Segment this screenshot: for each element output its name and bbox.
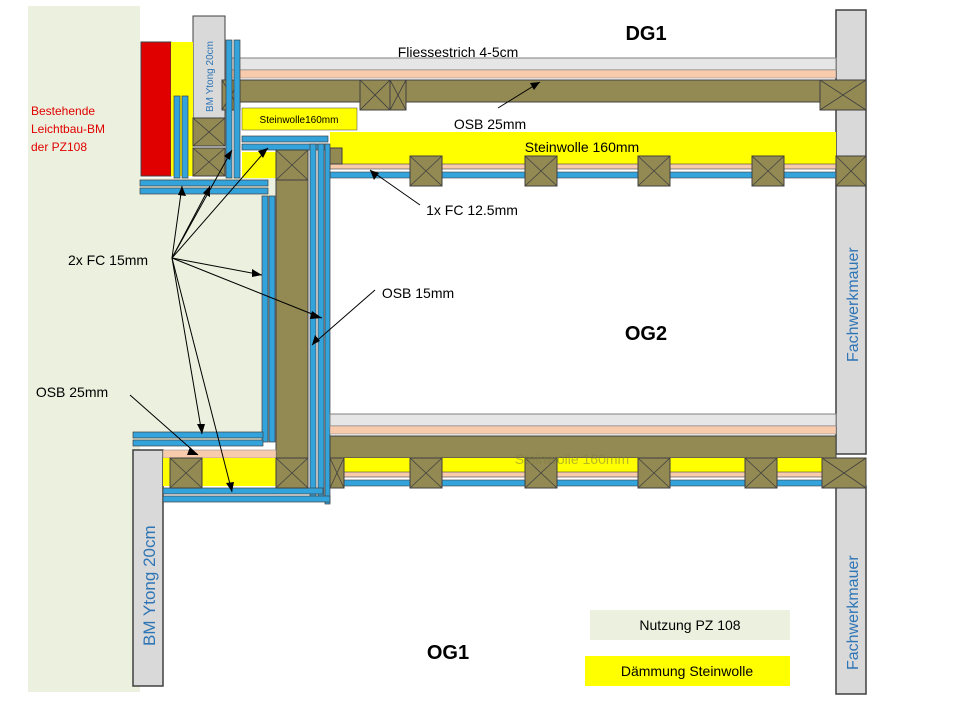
fc-lower-4 [162, 495, 331, 503]
label-osb25-top: OSB 25mm [454, 116, 526, 132]
floor-label-dg1: DG1 [625, 23, 666, 45]
label-steinwolle-small: Steinwolle160mm [260, 115, 339, 126]
legend-nutzung-swatch [590, 610, 790, 640]
joist-small [329, 147, 343, 165]
wall-vertical-osb [275, 179, 309, 459]
fc-vertical-3 [309, 143, 317, 499]
label-bestehende-2: Leichtbau-BM [31, 122, 105, 136]
label-osb25-left: OSB 25mm [36, 384, 108, 400]
label-fc125: 1x FC 12.5mm [426, 202, 518, 218]
fc-strip-4 [233, 39, 241, 179]
label-fachwerk-top: Fachwerkmauer [845, 247, 862, 362]
fc-horizontal-1 [139, 179, 269, 187]
label-bestehende-3: der PZ108 [31, 140, 87, 154]
legend-nutzung-label: Nutzung PZ 108 [639, 617, 740, 633]
fc-vertical-4 [317, 143, 325, 499]
floor-label-og1: OG1 [427, 642, 469, 664]
label-ytong-top: BM Ytong 20cm [205, 41, 216, 112]
screed-layer-top [227, 69, 837, 79]
fc-strip-2 [181, 95, 189, 179]
fc-vertical-2 [268, 195, 276, 443]
floor-label-og2: OG2 [625, 323, 667, 345]
fc-horizontal-2 [139, 187, 269, 195]
label-fachwerk-bottom: Fachwerkmauer [845, 555, 862, 670]
label-fliessestrich: Fliessestrich 4-5cm [398, 44, 519, 60]
legend-daemmung-label: Dämmung Steinwolle [621, 663, 753, 679]
screed-layer-mid [329, 425, 837, 435]
existing-wall [140, 41, 172, 177]
insulation-mid [330, 458, 836, 472]
label-steinwolle-bottom: Steinwolle 160mm [515, 451, 629, 467]
fc-vertical-1 [261, 195, 269, 443]
usage-area-pz108-wall [28, 440, 133, 692]
usage-area-pz108-lower [28, 178, 278, 440]
fc-strip-3 [225, 39, 233, 179]
fc-vertical-5 [324, 143, 331, 505]
leader-lines [129, 81, 541, 493]
screed-lower [162, 449, 277, 459]
fc-l-horizontal-1 [241, 135, 329, 143]
label-steinwolle-top: Steinwolle 160mm [525, 139, 639, 155]
insulation-l [242, 152, 276, 178]
fc-lower-1 [132, 431, 264, 439]
leader-arrowheads [178, 82, 540, 492]
insulation-small [241, 107, 358, 131]
label-ytong-bottom: BM Ytong 20cm [140, 525, 159, 646]
screed-mid [329, 413, 837, 427]
ytong-wall-bottom [132, 449, 164, 687]
label-fc15: 2x FC 15mm [68, 252, 148, 268]
legend-daemmung-swatch [585, 656, 790, 686]
screed-top [227, 57, 837, 71]
ytong-wall-top [192, 15, 226, 119]
fachwerk-wall-top [835, 9, 867, 455]
label-osb15: OSB 15mm [382, 285, 454, 301]
fc-lower-3 [162, 487, 324, 495]
fc-lower-2 [132, 439, 264, 447]
fc-strip-1 [173, 95, 181, 179]
label-bestehende-1: Bestehende [31, 104, 95, 118]
fachwerk-wall-bottom [835, 485, 867, 695]
